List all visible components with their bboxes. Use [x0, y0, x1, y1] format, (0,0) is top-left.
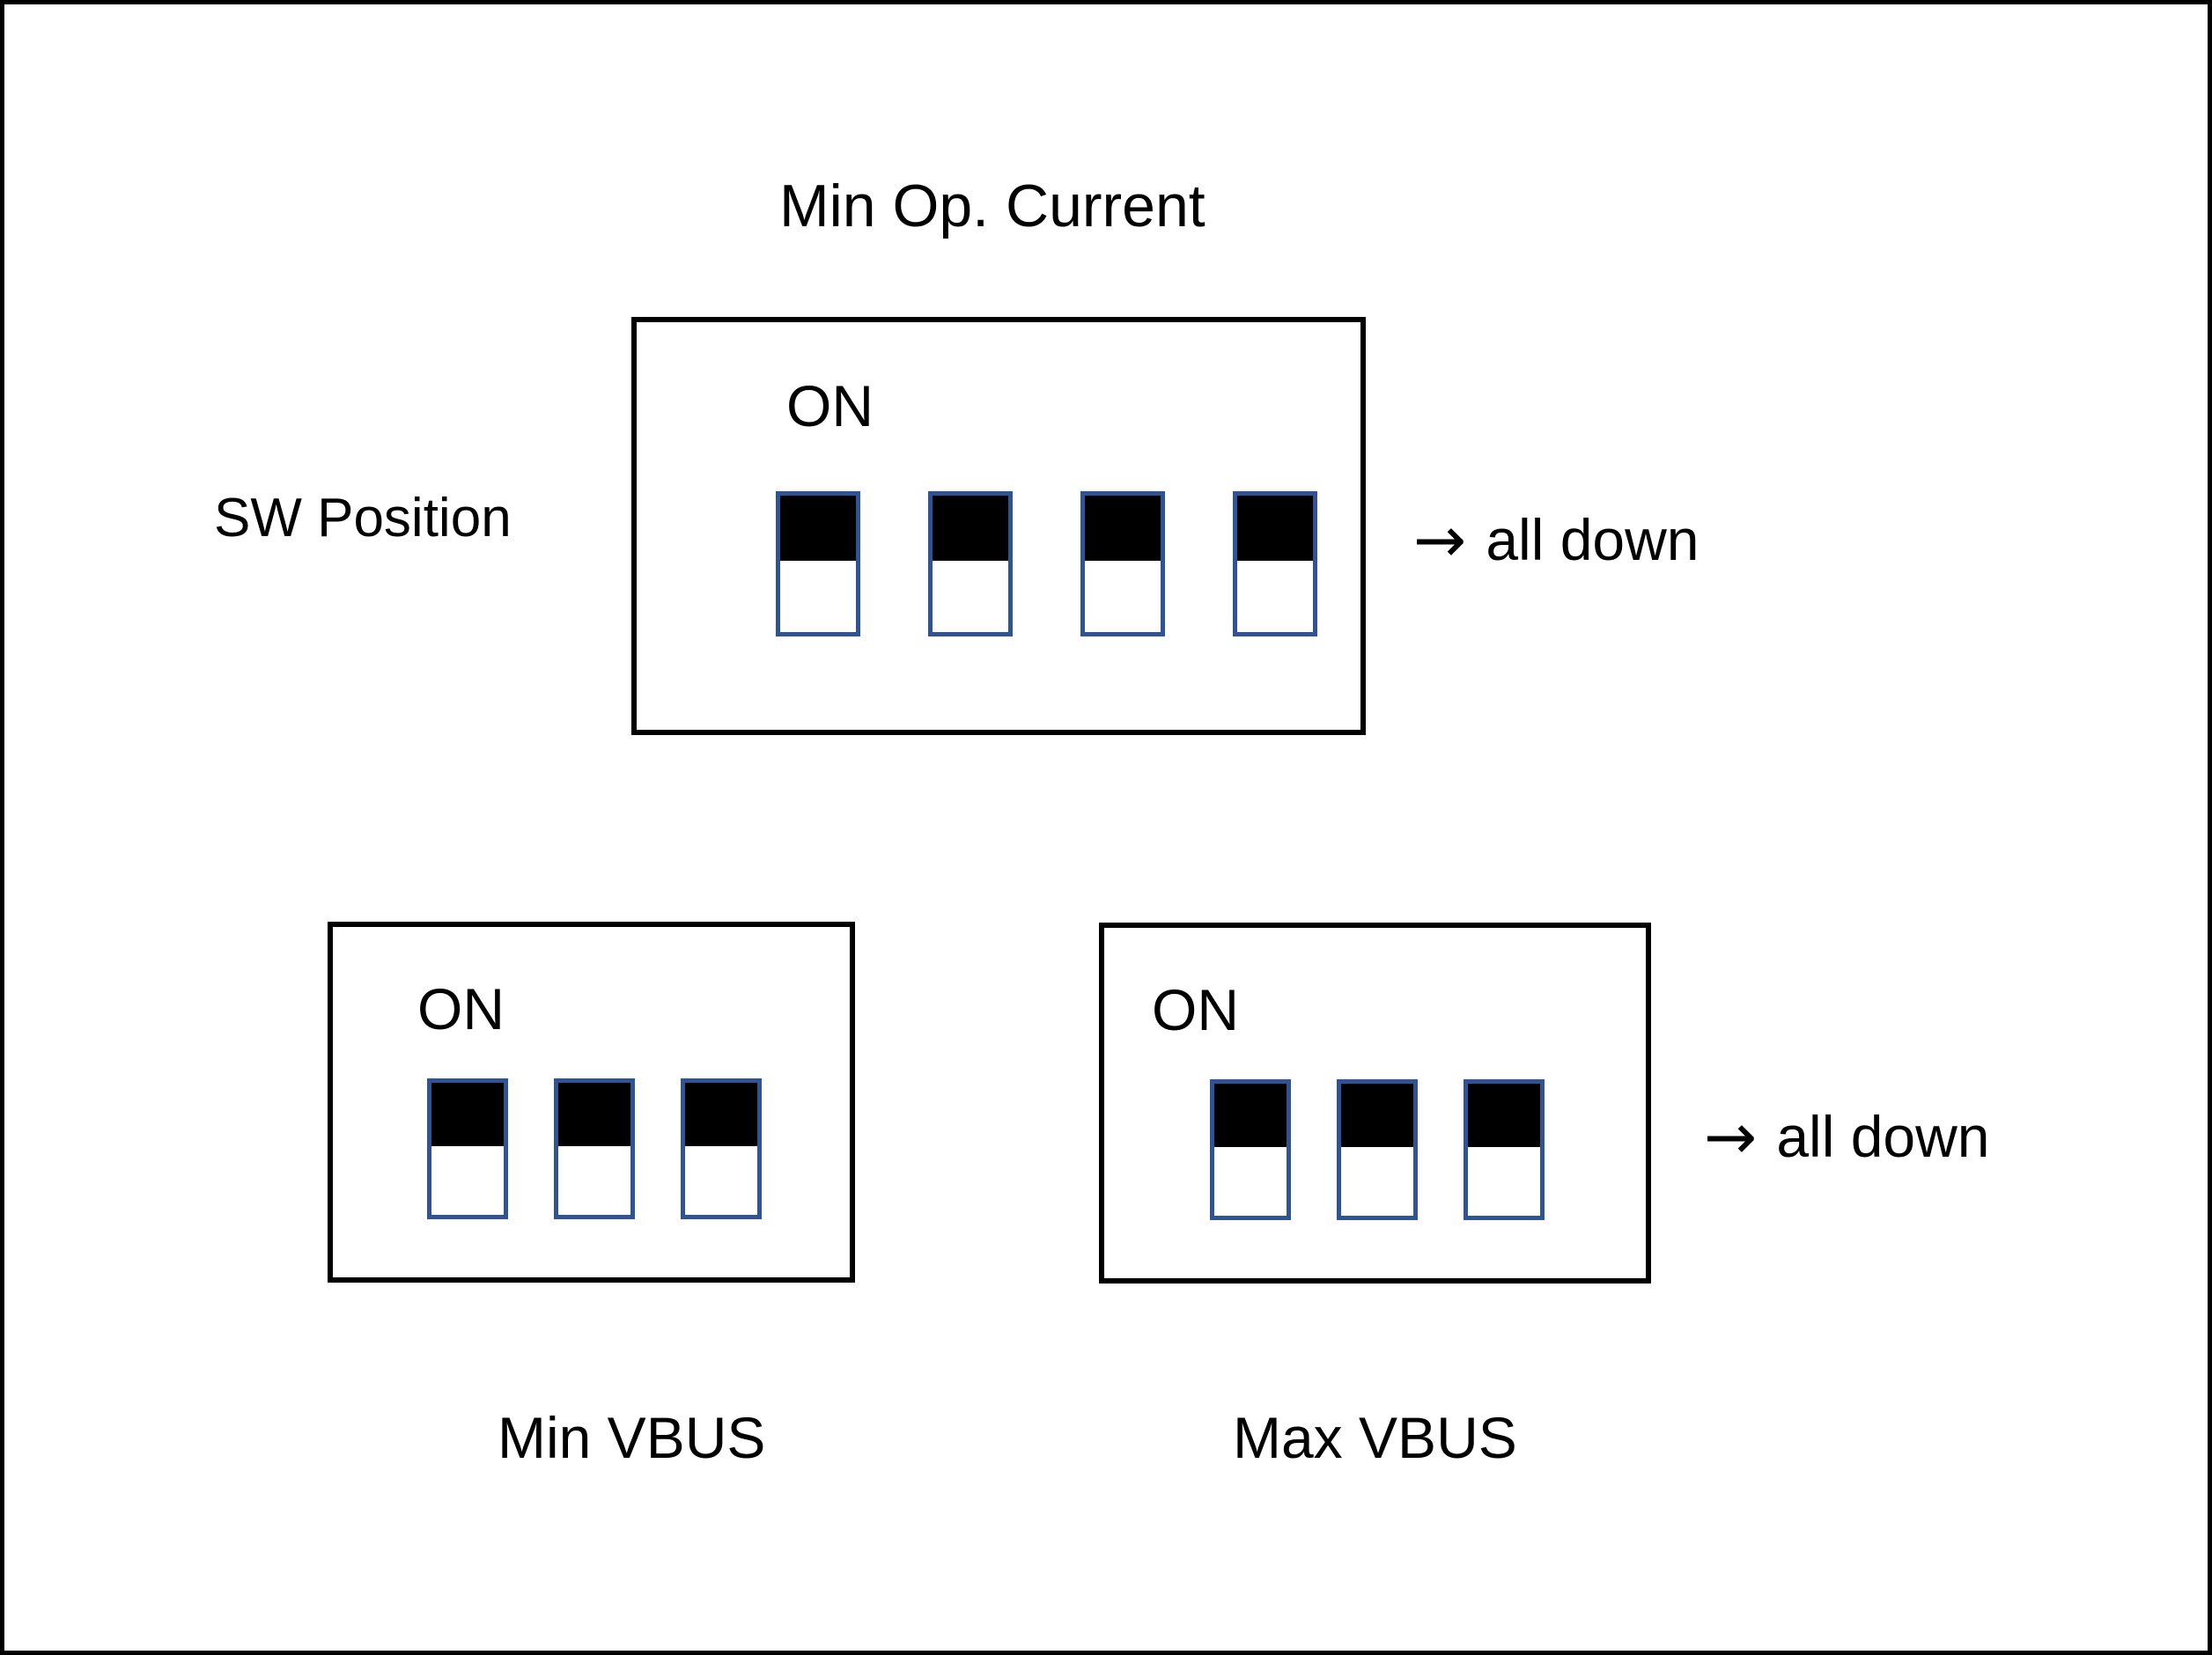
- switch-lever-icon: [558, 1083, 630, 1146]
- switch-lever-icon: [1085, 496, 1161, 562]
- dip-switch-1[interactable]: [776, 491, 860, 636]
- switch-lever-icon: [1468, 1084, 1540, 1147]
- on-label-min-op-current: ON: [786, 373, 874, 438]
- dip-switch-3[interactable]: [1464, 1079, 1545, 1220]
- dip-switch-1[interactable]: [1210, 1079, 1291, 1220]
- switch-gap: [431, 1146, 504, 1215]
- sw-position-label: SW Position: [214, 488, 512, 548]
- on-label-min-vbus: ON: [417, 976, 505, 1041]
- dip-switch-1[interactable]: [427, 1078, 508, 1219]
- dip-switch-3[interactable]: [681, 1078, 762, 1219]
- caption-min-vbus: Min VBUS: [498, 1405, 766, 1470]
- note-min-op-current-text: all down: [1486, 507, 1700, 572]
- switch-lever-icon: [933, 496, 1008, 562]
- switch-lever-icon: [431, 1083, 504, 1146]
- dip-switch-2[interactable]: [1337, 1079, 1418, 1220]
- switch-block-max-vbus: ON: [1099, 923, 1651, 1284]
- right-arrow-icon: →: [1413, 503, 1467, 577]
- switch-row-min-vbus: [427, 1078, 762, 1219]
- dip-switch-4[interactable]: [1233, 491, 1317, 636]
- dip-switch-3[interactable]: [1080, 491, 1165, 636]
- switch-gap: [685, 1146, 757, 1215]
- switch-gap: [780, 561, 856, 632]
- diagram-title: Min Op. Current: [779, 173, 1206, 239]
- right-arrow-icon: →: [1704, 1100, 1758, 1173]
- switch-lever-icon: [1237, 496, 1313, 562]
- switch-gap: [1468, 1147, 1540, 1216]
- switch-block-min-op-current: ON: [631, 317, 1366, 735]
- switch-lever-icon: [1214, 1084, 1287, 1147]
- switch-gap: [1341, 1147, 1413, 1216]
- switch-row-max-vbus: [1210, 1079, 1545, 1220]
- switch-gap: [558, 1146, 630, 1215]
- switch-block-min-vbus: ON: [328, 922, 855, 1283]
- switch-lever-icon: [1341, 1084, 1413, 1147]
- switch-gap: [1085, 561, 1161, 632]
- switch-gap: [1237, 561, 1313, 632]
- switch-lever-icon: [780, 496, 856, 562]
- switch-row-min-op-current: [776, 491, 1317, 636]
- switch-lever-icon: [685, 1083, 757, 1146]
- note-max-vbus-text: all down: [1776, 1104, 1990, 1169]
- switch-gap: [1214, 1147, 1287, 1216]
- note-max-vbus: → all down: [1704, 1105, 1989, 1168]
- switch-gap: [933, 561, 1008, 632]
- on-label-max-vbus: ON: [1152, 977, 1239, 1042]
- note-min-op-current: → all down: [1413, 508, 1699, 571]
- dip-switch-2[interactable]: [928, 491, 1013, 636]
- caption-max-vbus: Max VBUS: [1233, 1405, 1517, 1470]
- dip-switch-2[interactable]: [554, 1078, 635, 1219]
